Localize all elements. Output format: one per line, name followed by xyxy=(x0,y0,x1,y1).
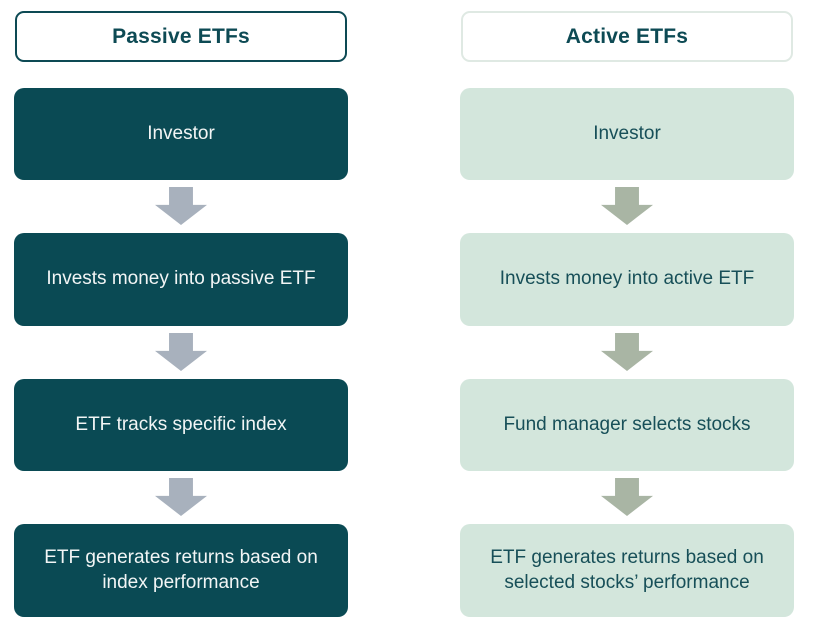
arrow-wrap xyxy=(155,326,207,379)
flow-step-label: ETF generates returns based on selected … xyxy=(490,547,764,593)
flow-step-box-passive-returns: ETF generates returns based on index per… xyxy=(14,524,348,617)
down-arrow-icon xyxy=(601,333,653,371)
down-arrow-icon xyxy=(155,478,207,516)
flow-step-box-active-returns: ETF generates returns based on selected … xyxy=(460,524,794,617)
flow-step-box-passive-tracks: ETF tracks specific index xyxy=(14,379,348,471)
arrow-wrap xyxy=(601,180,653,233)
flow-step-label: Fund manager selects stocks xyxy=(503,413,751,435)
active-etf-header: Active ETFs xyxy=(461,11,793,62)
active-etf-header-label: Active ETFs xyxy=(565,24,689,48)
arrow-wrap xyxy=(155,471,207,524)
flow-step-box-active-manager: Fund manager selects stocks xyxy=(460,379,794,471)
passive-etf-header-label: Passive ETFs xyxy=(112,24,250,48)
flow-step-label: Invests money into active ETF xyxy=(499,268,755,290)
down-arrow-icon xyxy=(601,187,653,225)
flow-step-box-active-investor: Investor xyxy=(460,88,794,180)
passive-etf-header: Passive ETFs xyxy=(15,11,347,62)
flow-step-box-passive-investor: Investor xyxy=(14,88,348,180)
down-arrow-icon xyxy=(155,187,207,225)
arrow-wrap xyxy=(155,180,207,233)
flow-step-label: ETF tracks specific index xyxy=(75,413,287,435)
flow-step-label: Investor xyxy=(593,122,661,144)
arrow-wrap xyxy=(601,326,653,379)
passive-etf-column: Passive ETFs Investor Invests money into… xyxy=(14,11,348,617)
flow-step-label: Invests money into passive ETF xyxy=(46,268,316,290)
active-etf-column: Active ETFs Investor Invests money into … xyxy=(460,11,794,617)
arrow-wrap xyxy=(601,471,653,524)
flow-step-box-passive-invests: Invests money into passive ETF xyxy=(14,233,348,326)
down-arrow-icon xyxy=(601,478,653,516)
flow-step-label: ETF generates returns based on index per… xyxy=(44,547,318,593)
down-arrow-icon xyxy=(155,333,207,371)
flow-step-label: Investor xyxy=(147,122,215,144)
flow-step-box-active-invests: Invests money into active ETF xyxy=(460,233,794,326)
